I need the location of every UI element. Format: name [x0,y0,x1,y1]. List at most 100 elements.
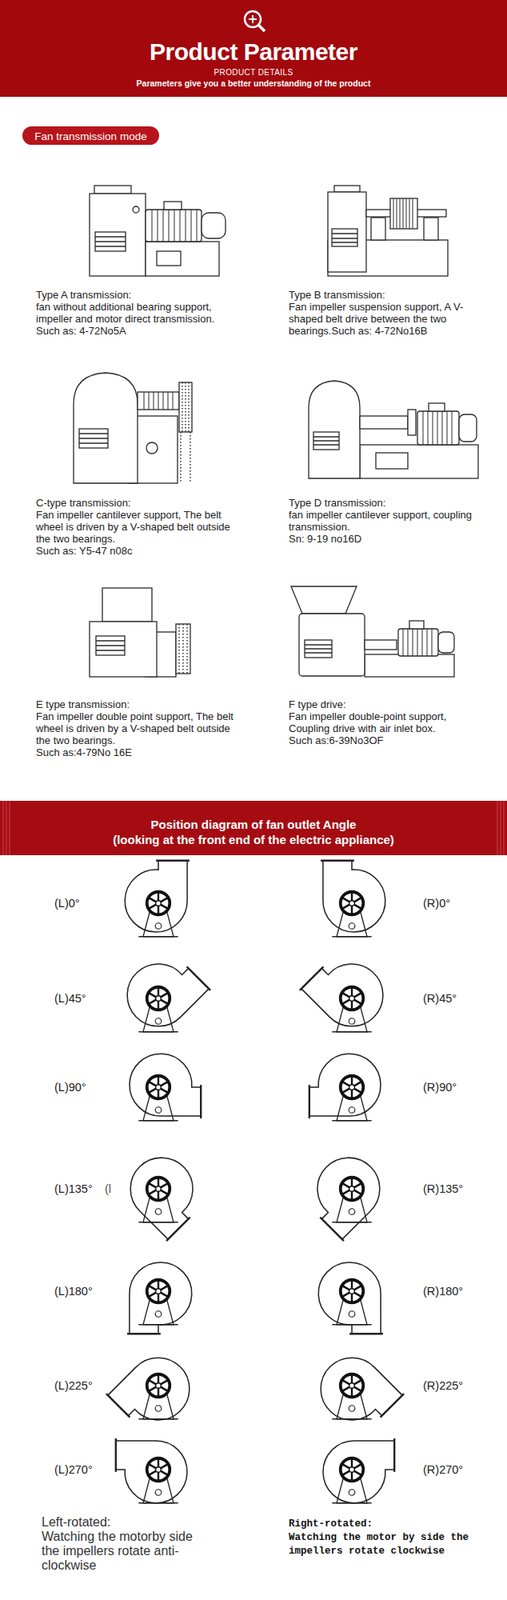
type-e-drawing [95,635,125,655]
header-ground [0,0,507,97]
type-f-drawing [364,654,455,677]
section-band-ground [3,800,504,855]
type-f-drawing [304,639,332,658]
angle-label: (R)0° [423,895,451,911]
type-c-drawing [79,433,108,444]
type-e-drawing [102,587,152,622]
fan-r-90 [309,1053,381,1118]
type-description: Fan impeller suspension support, A V-sha… [288,300,489,337]
fan-r-135 [340,1177,364,1201]
angle-label: (R)90° [423,1079,457,1094]
type-heading: Type A transmission: [35,288,132,301]
fan-r-225 [307,1342,404,1439]
fan-r-45 [299,944,396,1041]
page-tagline: Parameters give you a better understandi… [136,77,372,89]
outlet-angle-diagrams [106,860,404,1503]
angle-label: (L)135° [54,1181,93,1196]
type-b-drawing [327,185,448,276]
type-d-drawing [423,411,452,445]
type-b-drawing [334,185,360,192]
type-e-drawing [179,623,188,674]
fan-r-270 [340,1457,364,1482]
type-b-drawing [331,233,358,243]
fan-l-45 [147,986,171,1011]
fan-l-90 [129,1053,201,1118]
type-example: Sn: 9-19 no16D [288,532,362,545]
rotation-heading: Left-rotated: [41,1514,111,1529]
type-example: Such as: 4-72No5A [35,324,127,337]
type-d-drawing [459,414,477,442]
fan-l-135 [147,1177,171,1201]
type-b-drawing [393,198,413,229]
fan-r-225 [307,1342,404,1439]
type-heading: F type drive: [288,698,347,711]
type-c-drawing [143,391,173,410]
angle-label: (R)45° [423,990,457,1006]
type-c-drawing [73,372,138,484]
fan-r-90 [340,1075,364,1099]
type-d-drawing [375,452,408,469]
type-c-drawing [79,428,108,448]
fan-l-225 [106,1342,203,1439]
type-f-drawing [291,586,357,614]
section-band-ground [0,800,507,855]
type-a-drawing [89,185,226,276]
header-band: Product ParameterPRODUCT DETAILSParamete… [0,0,507,97]
type-b-drawing [371,217,386,240]
type-a-drawing [132,206,140,213]
fan-l-0 [147,891,171,915]
type-example: Such as: Y5-47 n08c [35,544,132,557]
type-description: Fan impeller double point support, The b… [35,710,236,747]
type-a-drawing [95,236,126,247]
fan-r-90 [309,1053,381,1121]
type-c-drawing [180,382,191,484]
type-a-drawing [201,212,226,239]
type-d-drawing [308,380,479,479]
fan-r-45 [299,944,396,1041]
rotation-note: Watching the motor by side the impellers… [288,1530,485,1558]
angle-label: (L)90° [54,1079,87,1094]
type-f-drawing [438,631,455,653]
angle-label: (L)225° [54,1377,93,1393]
fan-l-225 [106,1342,203,1439]
type-d-drawing [359,415,408,429]
angle-label: (L)45° [54,990,87,1006]
type-description: Fan impeller double-point support, Coupl… [288,710,489,735]
section-band: Position diagram of fan outlet Angle(loo… [0,800,507,855]
type-d-drawing [428,403,445,412]
type-heading: E type transmission: [35,698,130,711]
section-band-ground [0,800,507,855]
fan-l-225 [147,1373,171,1398]
type-a-drawing [89,193,146,276]
type-f-drawing [304,644,332,653]
type-e-drawing [89,587,191,677]
angle-label: (L)180° [54,1283,93,1298]
type-b-drawing [390,198,418,229]
fan-r-180 [340,1279,364,1303]
transmission-drawings [73,185,479,677]
fan-l-270 [115,1437,188,1503]
fan-r-45 [340,986,364,1011]
rotation-note: Watching the motorby side the impellers … [41,1528,206,1573]
fan-r-135 [298,1144,395,1241]
fan-l-180 [147,1279,171,1303]
type-f-drawing [409,620,424,629]
type-c-drawing [146,442,158,454]
type-b-drawing [327,191,367,272]
type-b-drawing [423,217,439,240]
type-a-drawing [145,241,220,276]
type-d-drawing [313,436,340,445]
angle-label: (R)180° [423,1283,464,1298]
fan-l-0 [124,860,190,937]
type-a-drawing [95,231,126,252]
type-f-drawing [364,639,397,650]
magnifier-icon [258,24,265,32]
type-a-drawing [156,251,181,266]
magnifier-icon [244,11,261,28]
type-d-drawing [417,411,460,445]
type-heading: Type D transmission: [288,496,386,509]
fan-l-45 [114,944,211,1041]
type-a-drawing [145,209,202,242]
